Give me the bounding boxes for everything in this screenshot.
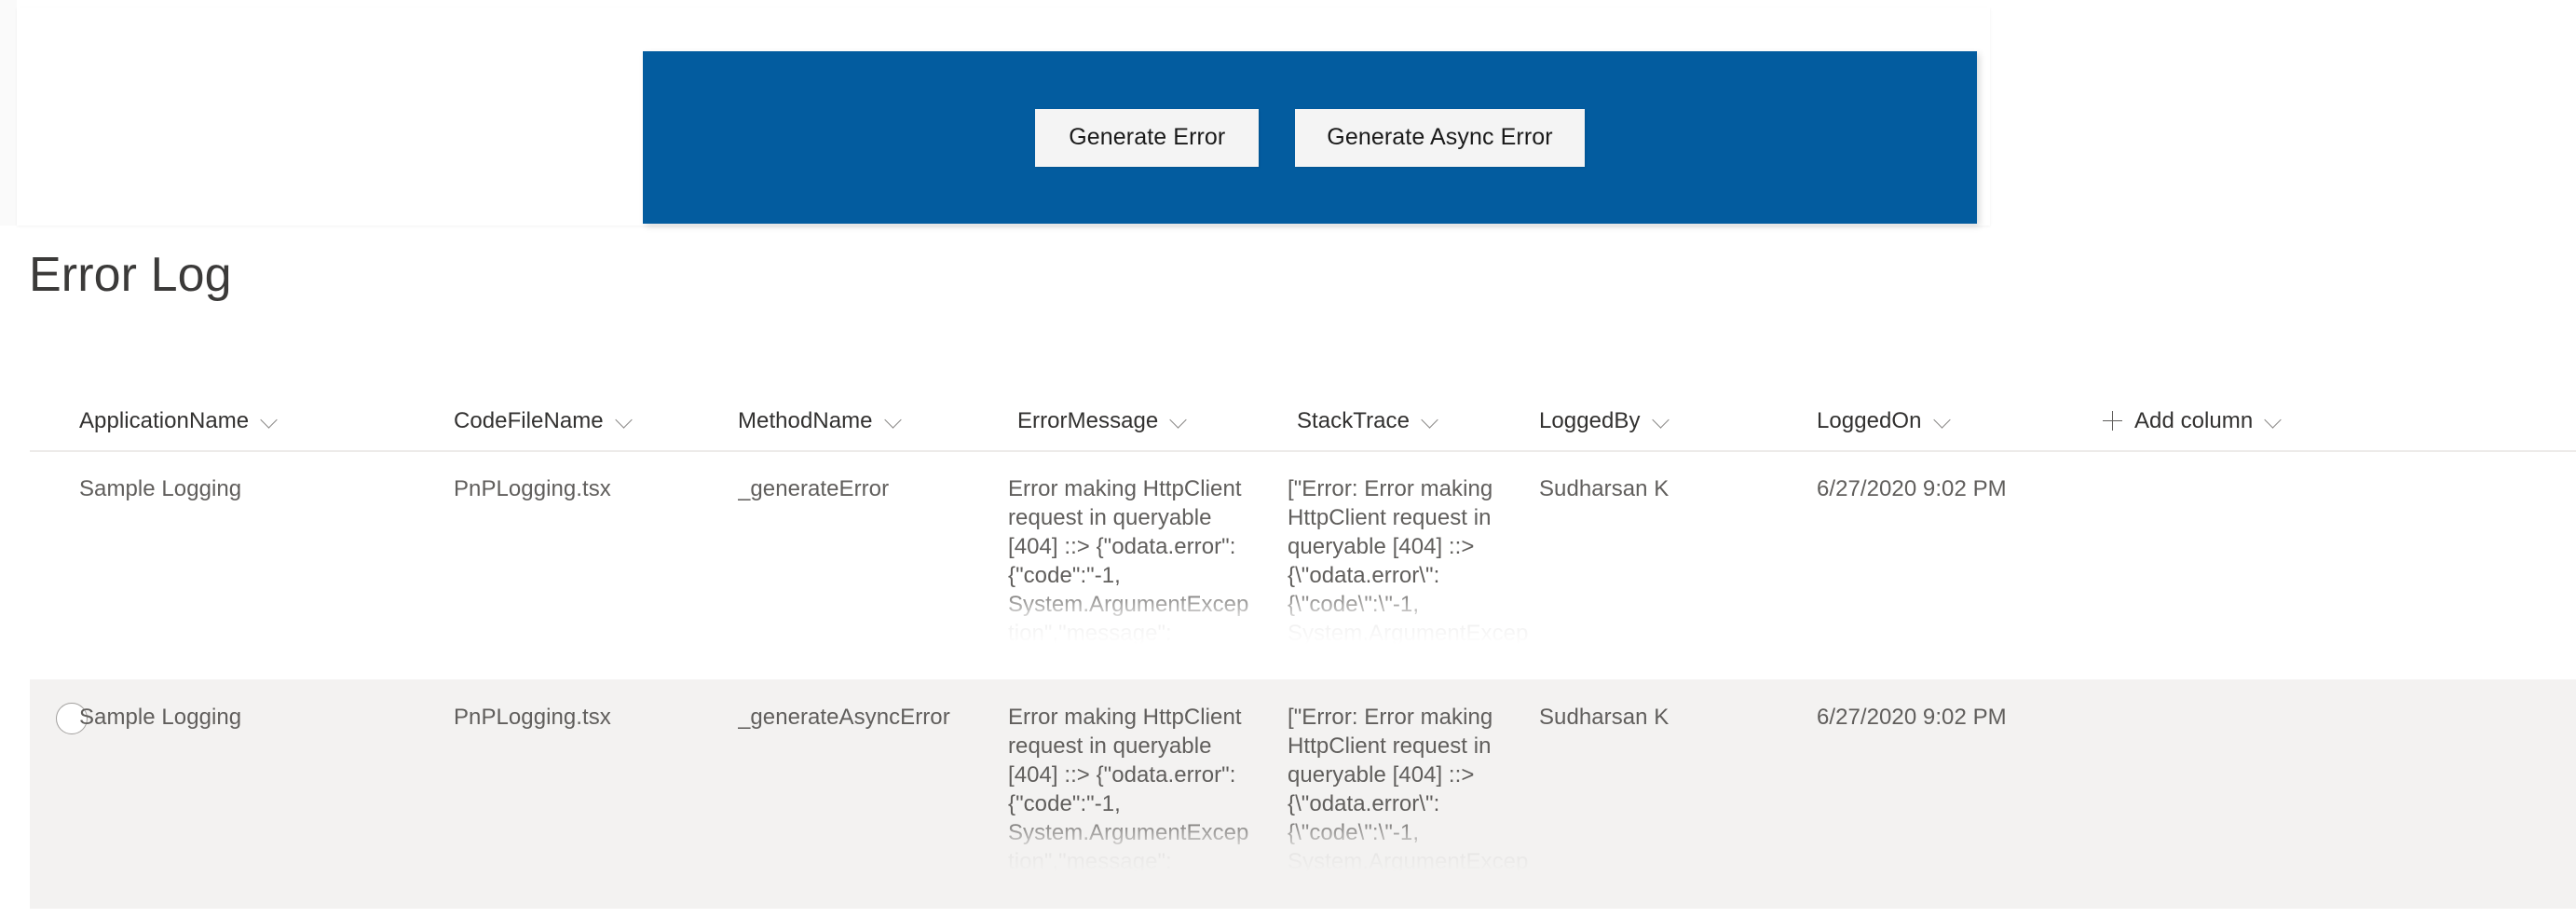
page-title: Error Log xyxy=(29,248,232,302)
chevron-down-icon[interactable] xyxy=(885,412,903,430)
column-header-label: StackTrace xyxy=(1297,407,1410,433)
cell-stacktrace-text: ["Error: Error making HttpClient request… xyxy=(1288,476,1529,644)
column-header-applicationname[interactable]: ApplicationName xyxy=(79,391,279,450)
column-header-label: LoggedBy xyxy=(1539,407,1641,433)
generate-async-error-button[interactable]: Generate Async Error xyxy=(1295,108,1585,167)
cell-codefilename: PnPLogging.tsx xyxy=(454,476,611,501)
cell-errormessage: Error making HttpClient request in query… xyxy=(1008,474,1252,644)
chevron-down-icon[interactable] xyxy=(616,412,634,430)
chevron-down-icon[interactable] xyxy=(2265,412,2283,430)
column-header-loggedon[interactable]: LoggedOn xyxy=(1817,391,1952,450)
chevron-down-icon[interactable] xyxy=(1934,412,1952,430)
column-header-label: MethodName xyxy=(738,407,873,433)
column-header-loggedby[interactable]: LoggedBy xyxy=(1539,391,1670,450)
add-column-button[interactable]: Add column xyxy=(2103,391,2283,450)
chevron-down-icon[interactable] xyxy=(1422,412,1439,430)
left-gutter xyxy=(0,0,17,226)
cell-errormessage-text: Error making HttpClient request in query… xyxy=(1008,476,1249,644)
column-header-label: ApplicationName xyxy=(79,407,250,433)
plus-icon xyxy=(2103,411,2122,431)
column-header-errormessage[interactable]: ErrorMessage xyxy=(1017,391,1188,450)
column-header-label: ErrorMessage xyxy=(1017,407,1159,433)
cell-loggedon: 6/27/2020 9:02 PM xyxy=(1817,476,2007,501)
column-header-label: LoggedOn xyxy=(1817,407,1922,433)
cell-stacktrace: ["Error: Error making HttpClient request… xyxy=(1288,703,1532,872)
cell-errormessage-text: Error making HttpClient request in query… xyxy=(1008,705,1249,872)
chevron-down-icon[interactable] xyxy=(1653,412,1670,430)
generate-error-button[interactable]: Generate Error xyxy=(1035,108,1260,167)
action-banner: Generate Error Generate Async Error xyxy=(643,51,1977,224)
cell-methodname: _generateError xyxy=(738,476,890,501)
cell-codefilename: PnPLogging.tsx xyxy=(454,705,611,730)
cell-stacktrace-text: ["Error: Error making HttpClient request… xyxy=(1288,705,1529,872)
cell-loggedby: Sudharsan K xyxy=(1539,476,1670,501)
cell-applicationname: Sample Logging xyxy=(79,705,242,730)
column-header-methodname[interactable]: MethodName xyxy=(738,391,903,450)
cell-loggedby: Sudharsan K xyxy=(1539,705,1670,730)
list-header-row: ApplicationName CodeFileName MethodName … xyxy=(30,391,2576,452)
cell-methodname: _generateAsyncError xyxy=(738,705,950,730)
cell-applicationname: Sample Logging xyxy=(79,476,242,501)
table-row[interactable]: Sample Logging PnPLogging.tsx _generateE… xyxy=(30,452,2576,680)
row-select-checkbox[interactable] xyxy=(56,703,88,734)
column-header-stacktrace[interactable]: StackTrace xyxy=(1297,391,1439,450)
chevron-down-icon[interactable] xyxy=(261,412,279,430)
add-column-label: Add column xyxy=(2134,407,2254,433)
column-header-label: CodeFileName xyxy=(454,407,604,433)
column-header-codefilename[interactable]: CodeFileName xyxy=(454,391,634,450)
chevron-down-icon[interactable] xyxy=(1170,412,1188,430)
cell-stacktrace: ["Error: Error making HttpClient request… xyxy=(1288,474,1532,644)
error-log-list: ApplicationName CodeFileName MethodName … xyxy=(0,391,2576,909)
table-row[interactable]: Sample Logging PnPLogging.tsx _generateA… xyxy=(30,680,2576,909)
cell-errormessage: Error making HttpClient request in query… xyxy=(1008,703,1252,872)
cell-loggedon: 6/27/2020 9:02 PM xyxy=(1817,705,2007,730)
banner-button-group: Generate Error Generate Async Error xyxy=(643,51,1977,224)
